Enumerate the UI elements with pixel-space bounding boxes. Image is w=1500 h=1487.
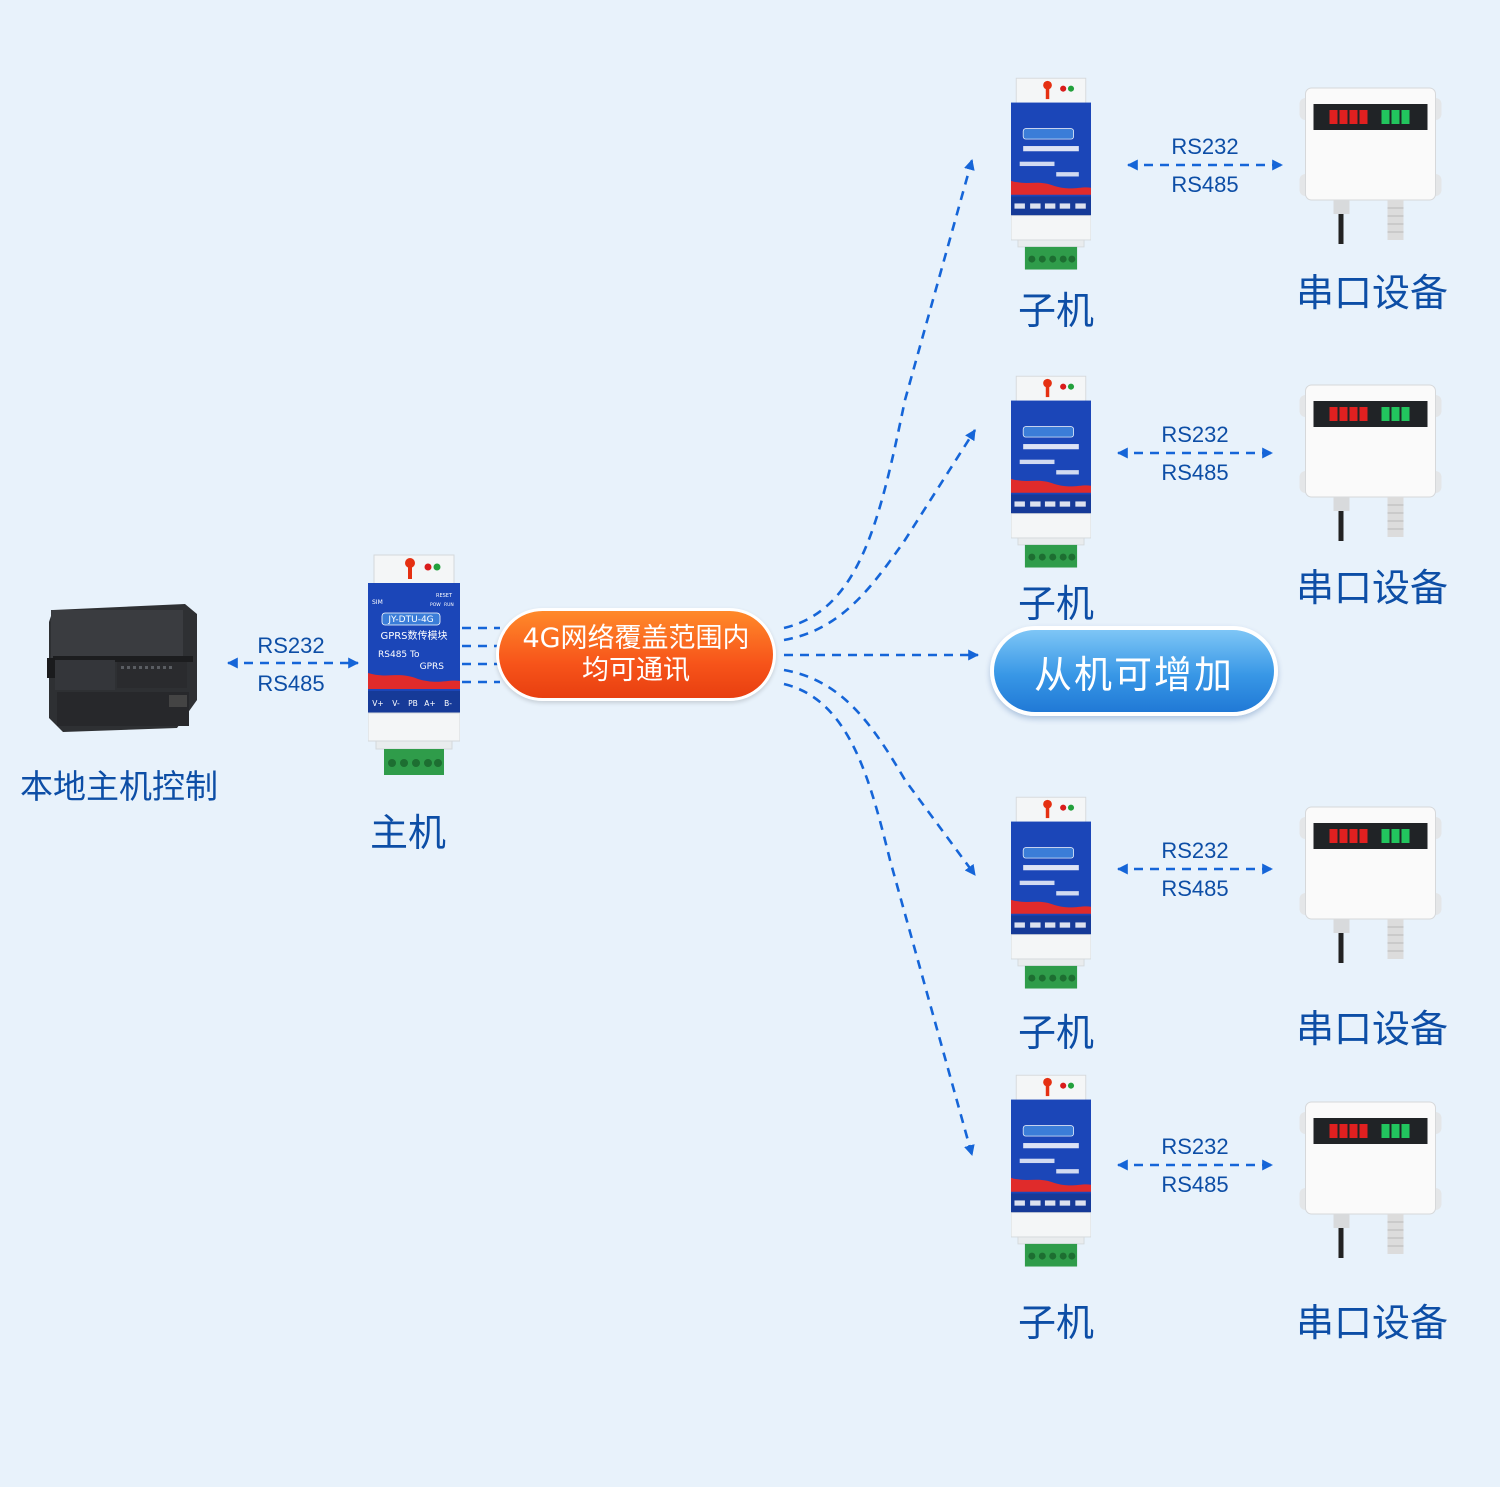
network-coverage-bubble: 4G网络覆盖范围内 均可通讯 [496, 608, 776, 701]
serial-sensor-device [1299, 806, 1442, 964]
network-text-line2: 均可通讯 [582, 654, 690, 686]
local-host-control-label: 本地主机控制 [20, 767, 218, 806]
serial-device-label: 串口设备 [1296, 566, 1449, 610]
serial-sensor-device [1299, 1101, 1442, 1259]
slave-dtu-module [1011, 77, 1091, 270]
rs485-to-label: RS485 To [378, 650, 420, 660]
gprs-label: GPRS [420, 662, 445, 672]
add-slave-pill: 从机可增加 [990, 626, 1278, 716]
terminal-label: V+ [372, 699, 383, 708]
protocol-bottom: RS485 [1161, 876, 1229, 901]
serial-device-label: 串口设备 [1296, 1007, 1449, 1051]
protocol-top: RS232 [1171, 134, 1239, 159]
slave-dtu-module [1011, 375, 1091, 568]
protocol-top: RS232 [1161, 1134, 1229, 1159]
slave-label: 子机 [1018, 1301, 1095, 1345]
protocol-label-4: RS232 RS485 [1140, 1128, 1250, 1204]
serial-sensor-device [1299, 87, 1442, 245]
slave-dtu-module [1011, 796, 1091, 989]
protocol-label-3: RS232 RS485 [1140, 832, 1250, 908]
master-dtu-module: SIM RESET POW RUN JY-DTU-4G GPRS数传模块 RS4… [368, 554, 460, 775]
protocol-top: RS232 [1161, 422, 1229, 447]
terminal-label: PB [408, 699, 418, 708]
sim-label: SIM [372, 599, 383, 606]
slave-label: 子机 [1018, 582, 1095, 626]
serial-sensor-device [1299, 384, 1442, 542]
model-label: JY-DTU-4G [387, 615, 433, 625]
serial-device-label: 串口设备 [1296, 271, 1449, 315]
reset-label: RESET [436, 593, 453, 599]
protocol-label-left: RS232 RS485 [236, 627, 346, 703]
protocol-bottom: RS485 [1161, 460, 1229, 485]
link-slave-4 [783, 682, 975, 1157]
terminal-label: A+ [424, 699, 435, 708]
protocol-label-2: RS232 RS485 [1140, 416, 1250, 492]
serial-device-label: 串口设备 [1296, 1301, 1449, 1345]
run-label: RUN [444, 602, 454, 608]
link-slave-1 [783, 158, 975, 630]
terminal-label: V- [392, 699, 400, 708]
terminal-label: B- [444, 699, 452, 708]
protocol-bottom: RS485 [257, 671, 325, 696]
link-slave-2 [783, 429, 977, 642]
protocol-top: RS232 [257, 633, 325, 658]
plc-controller-icon [47, 604, 197, 732]
device-name-label: GPRS数传模块 [380, 629, 447, 642]
protocol-top: RS232 [1161, 838, 1229, 863]
slave-label: 子机 [1018, 289, 1095, 333]
slave-label: 子机 [1018, 1011, 1095, 1055]
network-text-line1: 4G网络覆盖范围内 [522, 622, 750, 654]
protocol-bottom: RS485 [1171, 172, 1239, 197]
master-label: 主机 [370, 811, 447, 855]
slave-dtu-module [1011, 1074, 1091, 1267]
protocol-bottom: RS485 [1161, 1172, 1229, 1197]
protocol-label-1: RS232 RS485 [1150, 128, 1260, 204]
link-slave-3 [783, 668, 977, 876]
pow-label: POW [430, 602, 441, 608]
